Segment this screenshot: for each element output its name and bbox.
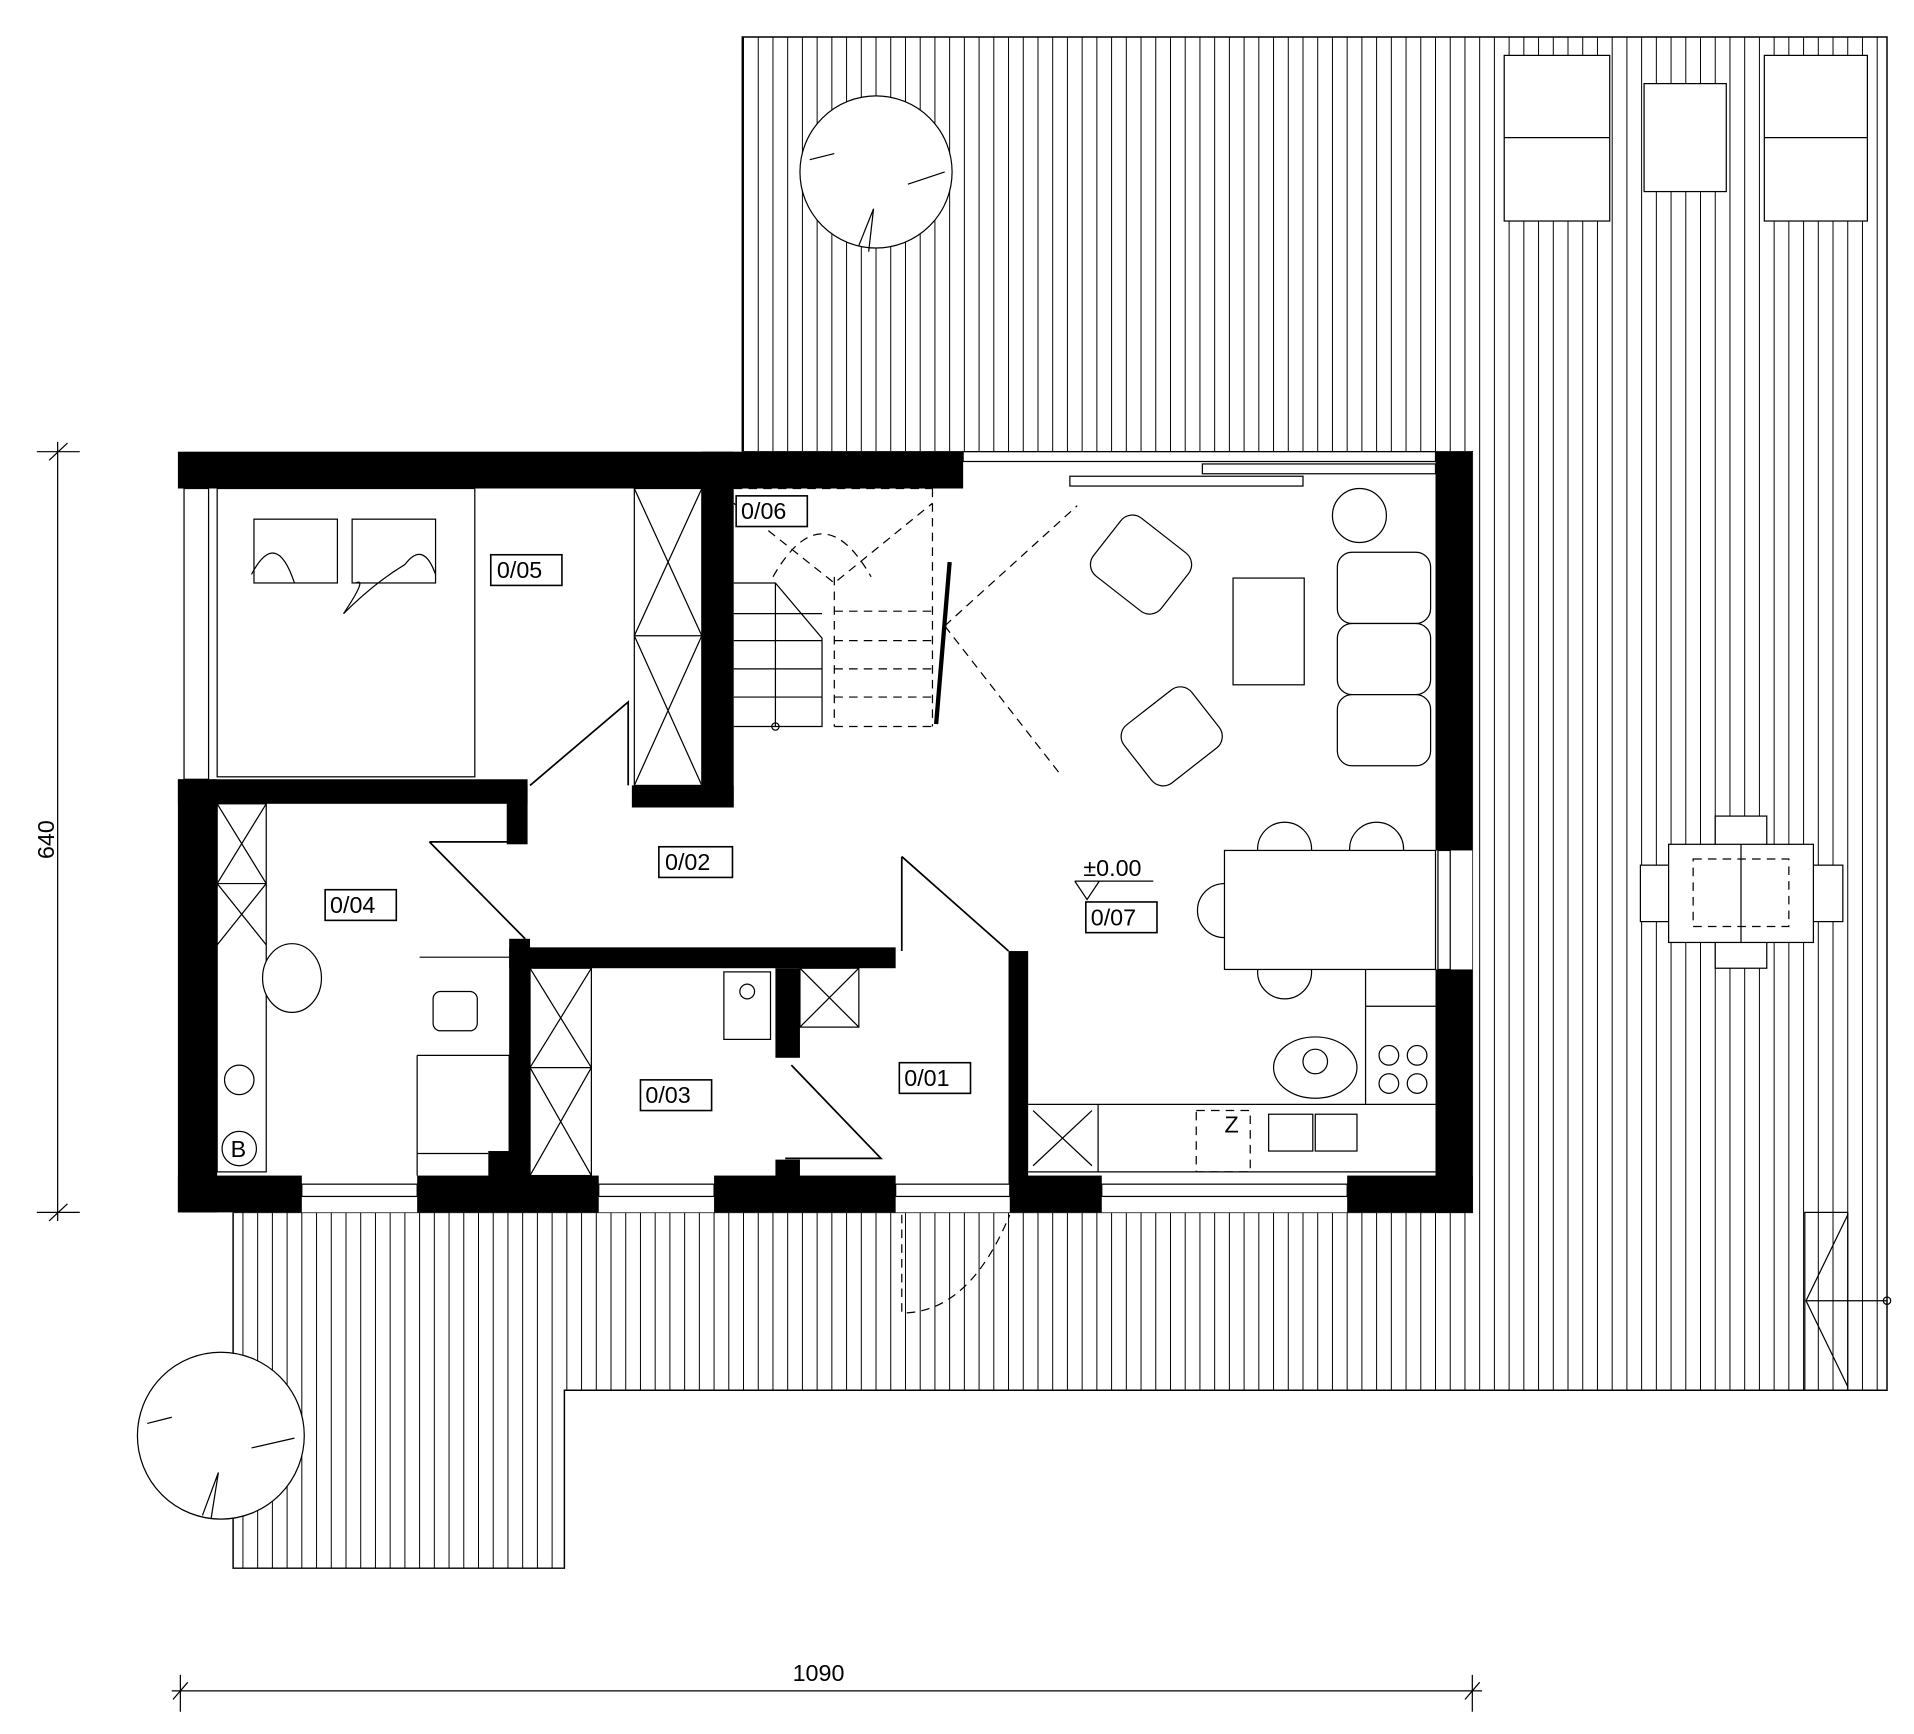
walls: [177, 451, 1473, 1213]
windows: [183, 451, 1451, 1198]
svg-text:0/03: 0/03: [645, 1082, 690, 1108]
room-label-0-05: 0/05: [489, 553, 563, 587]
svg-text:0/01: 0/01: [904, 1065, 949, 1091]
level-mark: ±0.00: [1074, 855, 1154, 901]
side-table: [1643, 82, 1727, 193]
svg-text:1090: 1090: [793, 1660, 845, 1686]
wardrobe: [633, 487, 703, 787]
fridge-symbol: Z: [1224, 1112, 1238, 1138]
void-diagonals: [944, 505, 1078, 776]
armchair: [1120, 686, 1223, 787]
coffee-table: [1232, 577, 1305, 686]
staircase: [733, 487, 952, 731]
room-label-0-03: 0/03: [639, 1079, 713, 1112]
dining-table: [1196, 821, 1437, 1000]
sun-lounger: [1503, 54, 1611, 222]
svg-text:640: 640: [33, 820, 59, 859]
plant-icon: [1331, 487, 1388, 544]
bathroom-fixtures: [216, 803, 510, 1176]
armchair: [1089, 514, 1193, 615]
garden-table: [1639, 815, 1844, 969]
svg-text:0/02: 0/02: [665, 849, 710, 875]
tree-icon: [799, 95, 953, 252]
sun-lounger: [1763, 54, 1868, 222]
svg-text:0/05: 0/05: [497, 557, 542, 583]
dimension-width: 1090: [171, 1660, 1483, 1712]
double-bed: [216, 487, 476, 778]
person-icon: [1272, 1036, 1358, 1099]
svg-text:0/07: 0/07: [1091, 904, 1136, 930]
room-label-0-07: 0/07: [1085, 901, 1158, 934]
svg-text:B: B: [231, 1136, 247, 1162]
dimension-height: 640: [33, 441, 80, 1222]
garden-gate: [1804, 1211, 1892, 1391]
storage-shelves: [529, 967, 860, 1177]
svg-text:0/04: 0/04: [330, 892, 375, 918]
door-swings: [428, 700, 1011, 1314]
room-label-0-02: 0/02: [658, 845, 734, 879]
kitchen-counter: [1028, 969, 1436, 1173]
svg-text:0/06: 0/06: [741, 498, 786, 524]
boiler-symbol: B: [221, 1130, 258, 1167]
room-label-0-04: 0/04: [324, 888, 398, 922]
room-label-0-01: 0/01: [898, 1061, 972, 1095]
room-label-0-06: 0/06: [735, 495, 809, 528]
sofa: [1336, 551, 1432, 767]
svg-text:±0.00: ±0.00: [1083, 855, 1141, 881]
tree-icon: [136, 1351, 305, 1520]
